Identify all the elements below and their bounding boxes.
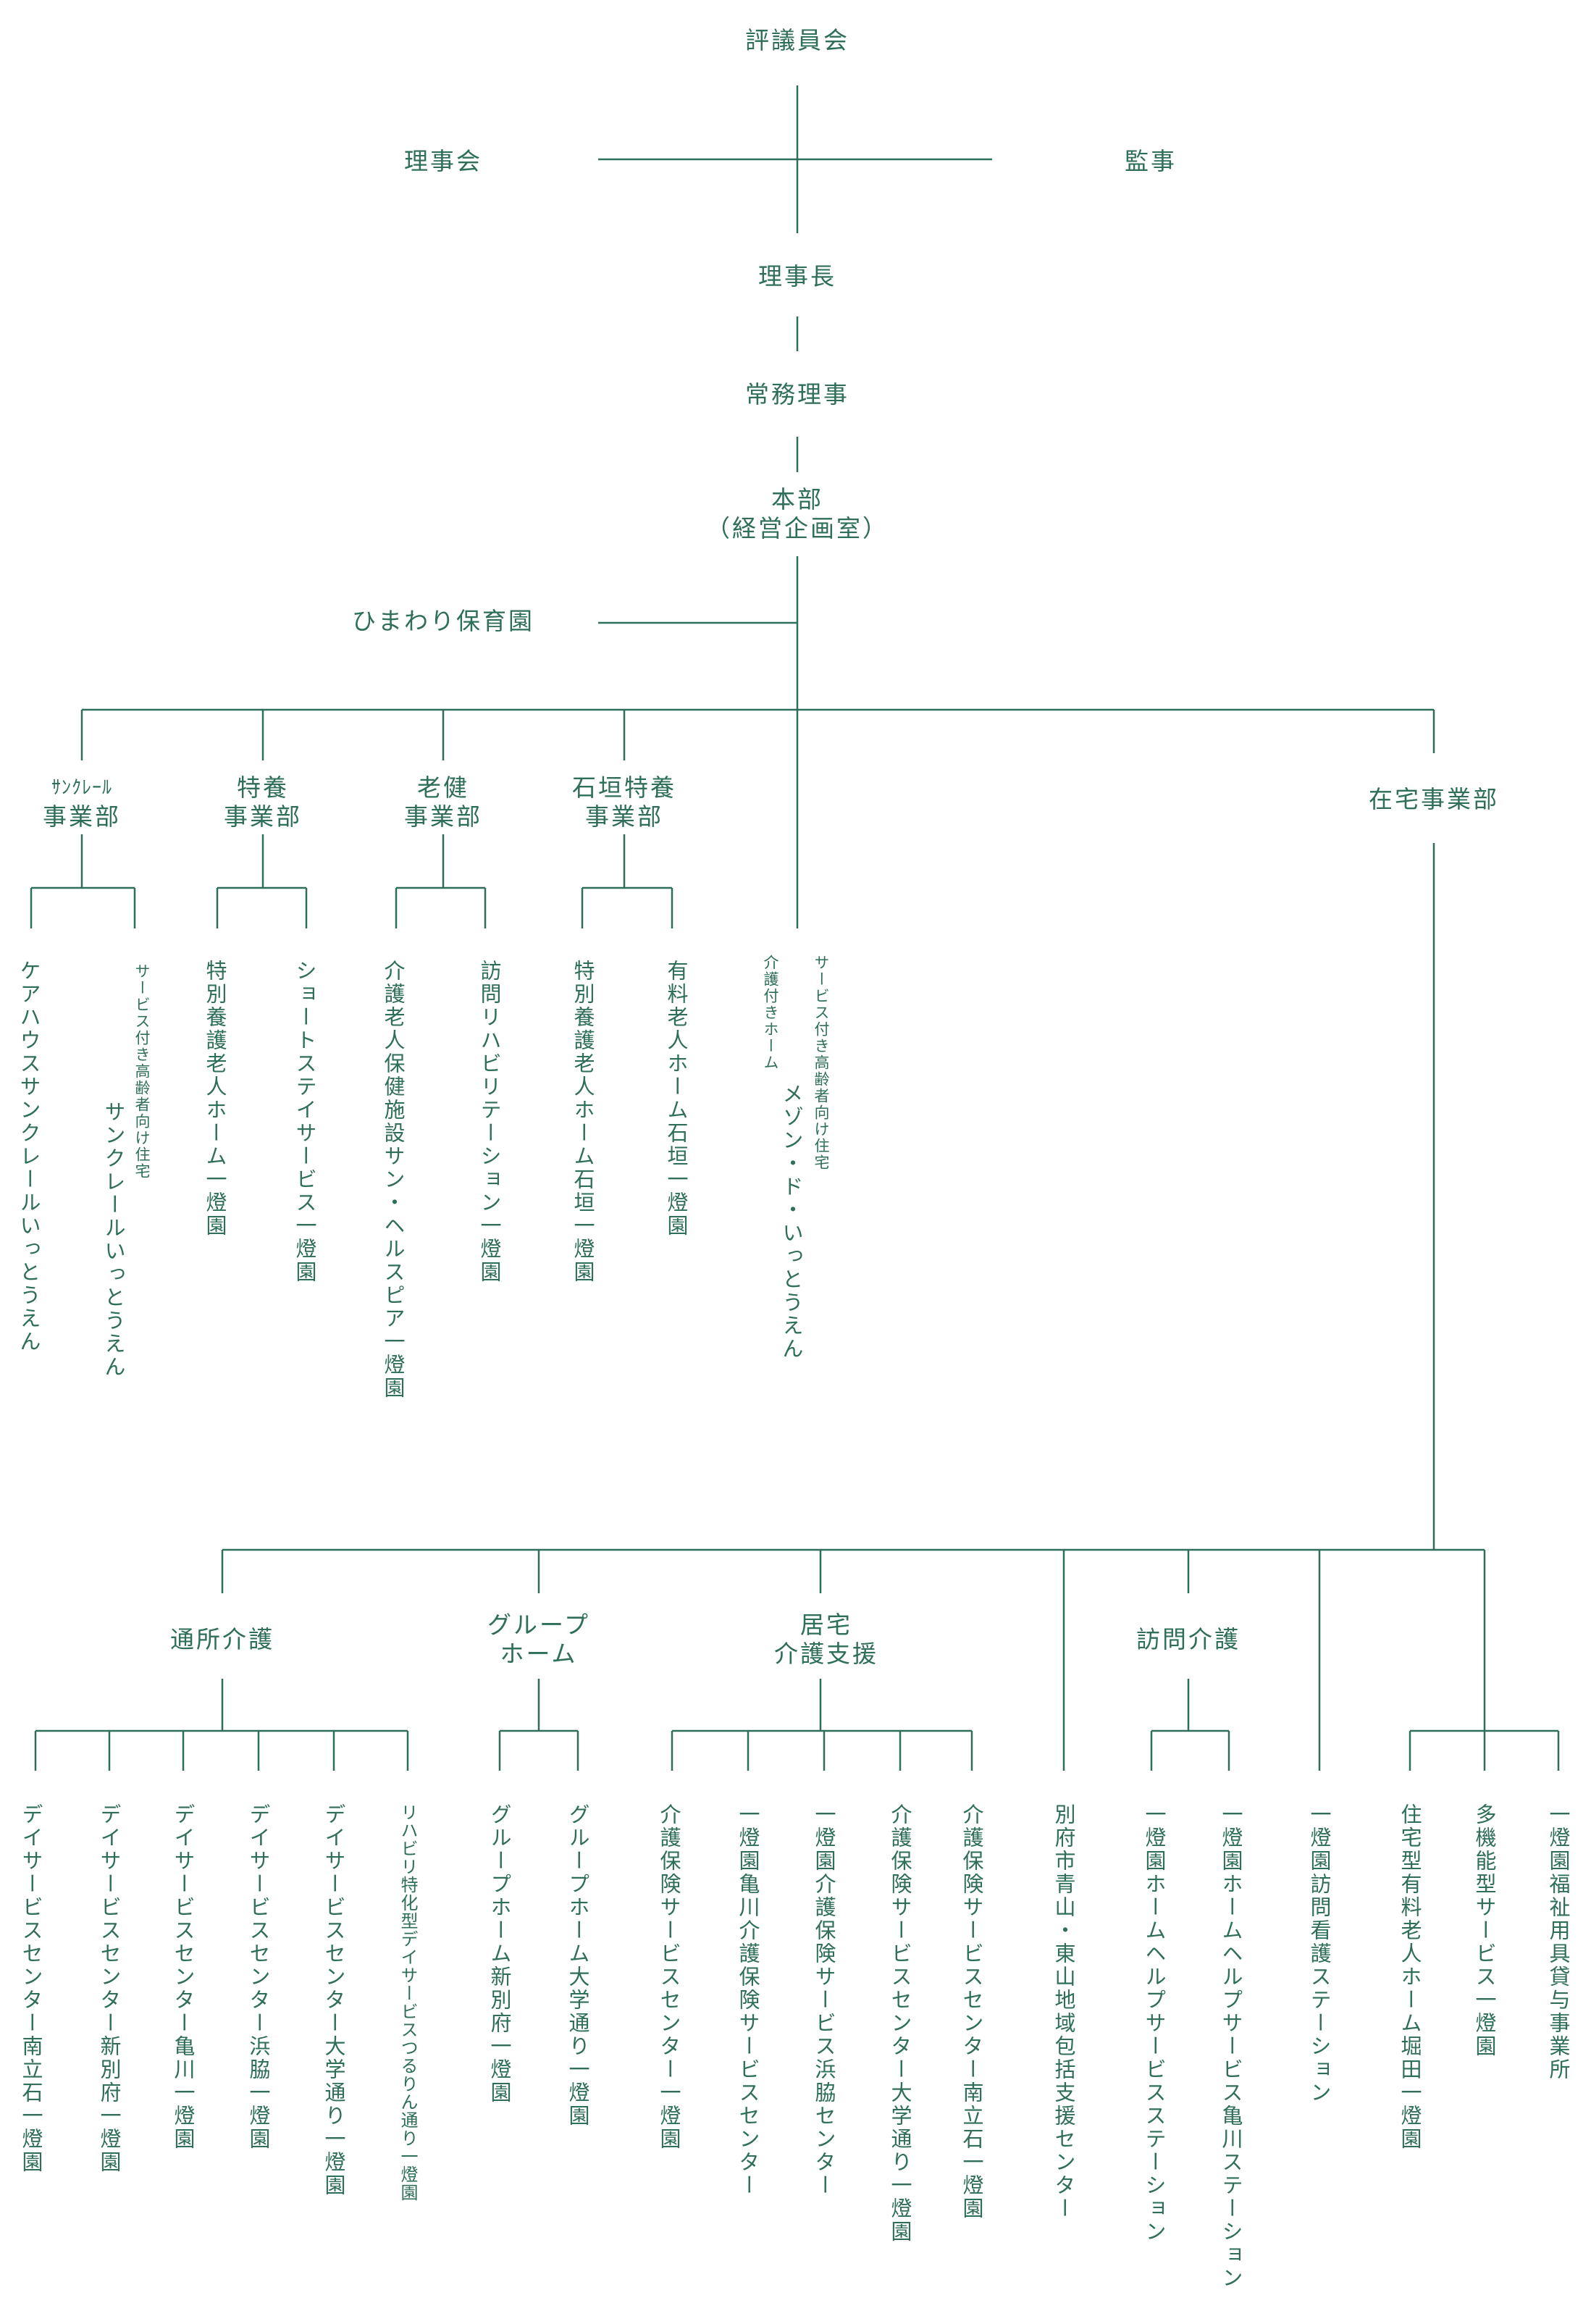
ishigaki-dept-line-2: 事業部 [585, 802, 663, 831]
facility-roken-rehab: 訪問リハビリテーション一燈園 [477, 960, 502, 1284]
node-rijikai: 理事会 [404, 147, 482, 175]
node-group-home: グループ ホーム [487, 1611, 590, 1669]
node-roken-dept: 老健 事業部 [404, 773, 482, 831]
facility-tokuyo-home: 特別養護老人ホーム一燈園 [203, 960, 227, 1238]
facility-ishigaki-tokuyo: 特別養護老人ホーム石垣一燈園 [571, 960, 595, 1284]
facility-maison-note-2: サービス付き高齢者向け住宅 [813, 955, 830, 1171]
facility-kyotaku-hamawaki: 一燈園介護保険サービス浜脇センター [812, 1803, 836, 2197]
kyotaku-line-2: 介護支援 [774, 1640, 878, 1668]
node-tsusho: 通所介護 [170, 1625, 274, 1653]
facility-sunclair-carehouse: ケアハウスサンクレールいっとうえん [17, 960, 41, 1354]
node-jomu-riji: 常務理事 [745, 380, 849, 408]
facility-tsusho-kamegawa: デイサービスセンター亀川一燈園 [171, 1803, 196, 2151]
facility-maison: メゾン・ド・いっとうえん [779, 1083, 804, 1361]
node-homon: 訪問介護 [1136, 1625, 1241, 1653]
node-rijicho: 理事長 [758, 262, 836, 290]
kyotaku-line-1: 居宅 [800, 1611, 852, 1639]
sunclair-dept-line-1: ｻﾝｸﾚｰﾙ [51, 777, 112, 799]
facility-tsusho-tsururin: リハビリ特化型デイサービスつるりん通り一燈園 [398, 1803, 418, 2202]
facility-roken: 介護老人保健施設サン・ヘルスピア一燈園 [381, 960, 406, 1400]
node-zaitaku-dept: 在宅事業部 [1369, 785, 1499, 813]
facility-fukushi-yogu: 一燈園福祉用具貸与事業所 [1546, 1803, 1571, 2081]
facility-gh-daigakudori: グループホーム大学通り一燈園 [566, 1803, 590, 2128]
roken-dept-line-1: 老健 [417, 773, 469, 802]
roken-dept-line-2: 事業部 [404, 802, 482, 831]
facility-ishigaki-yuryo: 有料老人ホーム石垣一燈園 [664, 960, 689, 1238]
node-hyogiinkai: 評議員会 [745, 26, 849, 54]
facility-kyotaku-daigakudori: 介護保険サービスセンター大学通り一燈園 [888, 1803, 912, 2244]
node-ishigaki-dept: 石垣特養 事業部 [572, 773, 676, 831]
node-kyotaku: 居宅 介護支援 [774, 1611, 878, 1669]
facility-aoyama-center: 別府市青山・東山地域包括支援センター [1051, 1803, 1076, 2220]
facility-tsusho-shinbeppu: デイサービスセンター新別府一燈園 [97, 1803, 122, 2174]
facility-kyotaku-minamitateishi: 介護保険サービスセンター南立石一燈園 [960, 1803, 984, 2220]
node-sunclair-dept: ｻﾝｸﾚｰﾙ 事業部 [43, 773, 121, 831]
facility-homon-station: 一燈園ホームヘルプサービスステーション [1142, 1803, 1167, 2244]
facility-homon-kango: 一燈園訪問看護ステーション [1307, 1803, 1332, 2105]
facility-tsusho-hamawaki: デイサービスセンター浜脇一燈園 [246, 1803, 271, 2151]
facility-homon-kamegawa: 一燈園ホームヘルプサービス亀川ステーション [1219, 1803, 1243, 2290]
facility-sunclair-sakoju-note: サービス付き高齢者向け住宅 [133, 963, 151, 1180]
ishigaki-dept-line-1: 石垣特養 [572, 773, 676, 802]
sunclair-dept-line-2: 事業部 [43, 802, 121, 831]
facility-kyotaku-ittoen: 介護保険サービスセンター一燈園 [657, 1803, 681, 2151]
facility-tsusho-minamitateishi: デイサービスセンター南立石一燈園 [19, 1803, 43, 2174]
node-himawari: ひまわり保育園 [352, 607, 534, 635]
group-home-line-1: グループ [487, 1611, 591, 1639]
node-kanji: 監事 [1125, 147, 1177, 175]
facility-horita-home: 住宅型有料老人ホーム堀田一燈園 [1398, 1803, 1422, 2151]
tokuyo-dept-line-1: 特養 [237, 773, 289, 802]
facility-takino-service: 多機能型サービス一燈園 [1472, 1803, 1497, 2058]
facility-sunclair-sakoju: サンクレールいっとうえん [101, 1101, 126, 1379]
tokuyo-dept-line-2: 事業部 [224, 802, 302, 831]
facility-tsusho-daigakudori: デイサービスセンター大学通り一燈園 [322, 1803, 346, 2197]
node-honbu: 本部 （経営企画室） [706, 485, 889, 543]
facility-maison-note-1: 介護付きホーム [762, 955, 779, 1071]
facility-gh-shinbeppu: グループホーム新別府一燈園 [487, 1803, 512, 2105]
node-tokuyo-dept: 特養 事業部 [224, 773, 302, 831]
honbu-line-1: 本部 [771, 485, 823, 513]
facility-tokuyo-shortstay: ショートステイサービス一燈園 [293, 960, 317, 1284]
group-home-line-2: ホーム [500, 1640, 578, 1668]
facility-kyotaku-kamegawa: 一燈園亀川介護保険サービスセンター [736, 1803, 760, 2197]
honbu-line-2: （経営企画室） [706, 514, 889, 542]
